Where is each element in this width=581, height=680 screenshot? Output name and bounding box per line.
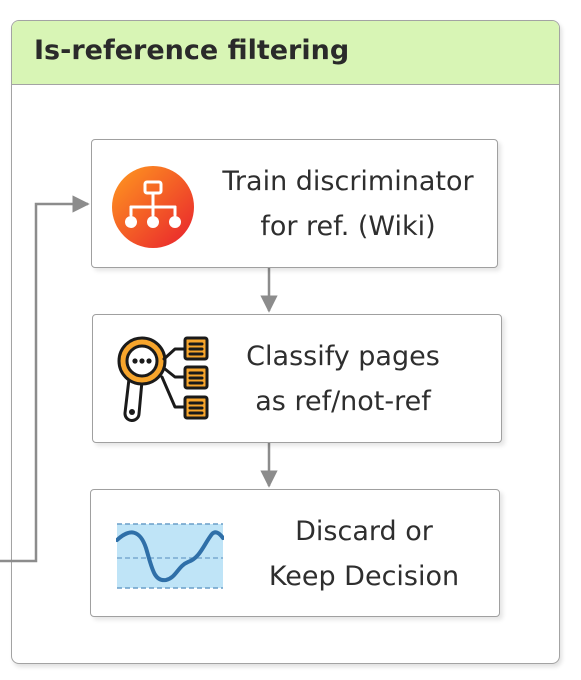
hierarchy-icon bbox=[112, 166, 194, 248]
step-line-1: Discard or bbox=[295, 516, 433, 547]
step-classify-pages: Classify pages as ref/not-ref bbox=[92, 314, 502, 443]
step-discard-or-keep: Discard or Keep Decision bbox=[90, 489, 500, 617]
feedback-loop-arrow bbox=[0, 195, 90, 563]
step-train-discriminator-label: Train discriminator for ref. (Wiki) bbox=[204, 159, 492, 249]
step-line-2: as ref/not-ref bbox=[255, 386, 431, 417]
waveform-chart-icon bbox=[116, 523, 224, 589]
step-line-1: Train discriminator bbox=[222, 166, 474, 197]
step-discard-or-keep-label: Discard or Keep Decision bbox=[241, 509, 487, 599]
step-line-2: for ref. (Wiki) bbox=[260, 211, 436, 242]
classify-magnifier-icon bbox=[117, 336, 209, 422]
step-line-2: Keep Decision bbox=[268, 561, 460, 592]
panel-title: Is-reference filtering bbox=[34, 35, 350, 66]
panel-header: Is-reference filtering bbox=[12, 21, 559, 85]
step-train-discriminator: Train discriminator for ref. (Wiki) bbox=[91, 139, 498, 268]
step-line-1: Classify pages bbox=[246, 341, 440, 372]
step-classify-pages-label: Classify pages as ref/not-ref bbox=[233, 334, 453, 424]
